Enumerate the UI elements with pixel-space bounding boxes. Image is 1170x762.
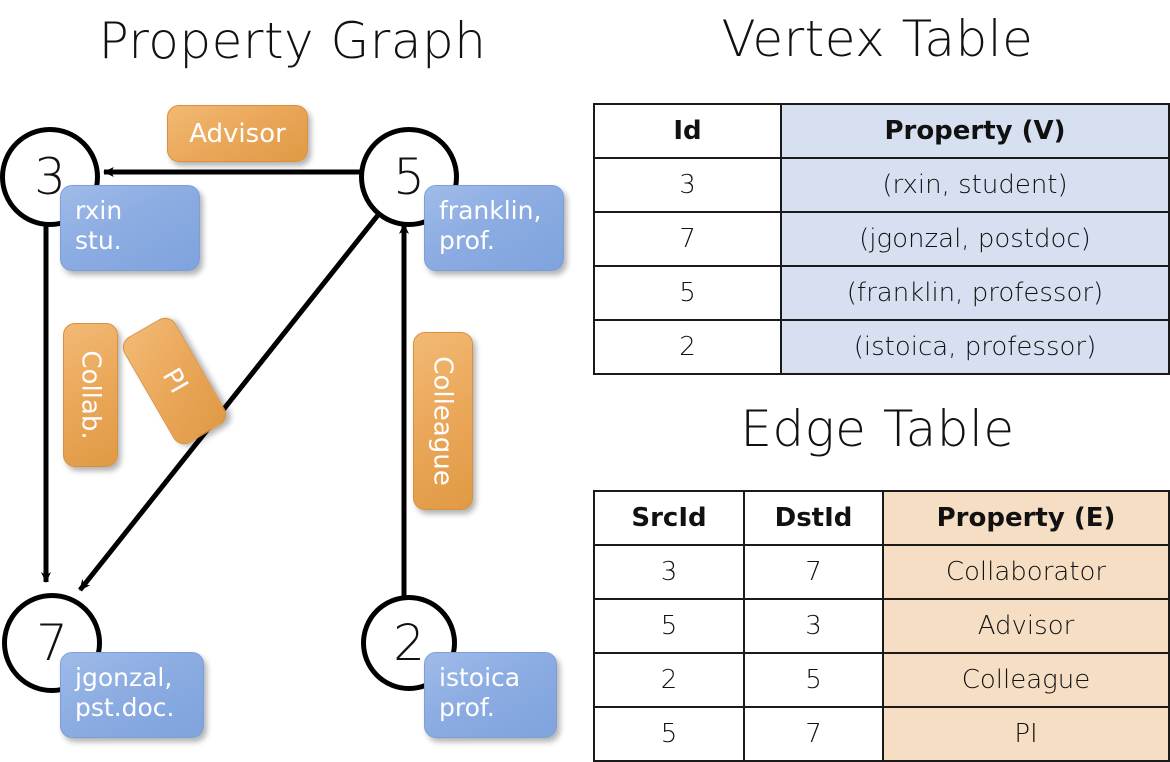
edge-row-3-property: PI	[882, 706, 1170, 762]
node-property-jgonzal-line1: jgonzal,	[75, 663, 173, 692]
page-title-vertex-table: Vertex Table	[721, 10, 1034, 68]
vertex-table-header-row: Id Property (V)	[593, 103, 1170, 159]
node-property-box-franklin: franklin, prof.	[424, 185, 564, 271]
edge-row-1-srcid: 5	[593, 598, 745, 654]
vertex-table: Id Property (V) 3 (rxin, student) 7 (jgo…	[593, 103, 1170, 375]
edge-row-2-dstid: 5	[743, 652, 884, 708]
table-row: 2 (istoica, professor)	[593, 319, 1170, 375]
table-row: 3 7 Collaborator	[593, 544, 1170, 600]
graph-node-5-label: 5	[393, 148, 425, 206]
node-property-rxin-line1: rxin	[75, 196, 123, 225]
edge-label-collab: Collab.	[63, 323, 118, 467]
edge-row-2-srcid: 2	[593, 652, 745, 708]
vertex-row-0-property: (rxin, student)	[780, 157, 1170, 213]
node-property-jgonzal-line2: pst.doc.	[75, 692, 175, 722]
edge-row-1-dstid: 3	[743, 598, 884, 654]
vertex-table-header-property: Property (V)	[780, 103, 1170, 159]
graph-edges-layer	[41, 167, 409, 596]
node-property-rxin-line2: stu.	[75, 225, 122, 255]
edge-table-header-property: Property (E)	[882, 490, 1170, 546]
table-row: 5 7 PI	[593, 706, 1170, 762]
edge-label-colleague-text: Colleague	[428, 356, 459, 486]
table-row: 5 (franklin, professor)	[593, 265, 1170, 321]
vertex-row-1-property: (jgonzal, postdoc)	[780, 211, 1170, 267]
vertex-table-header-id: Id	[593, 103, 782, 159]
vertex-row-2-property: (franklin, professor)	[780, 265, 1170, 321]
edge-label-colleague: Colleague	[413, 332, 473, 510]
edge-table-header-srcid: SrcId	[593, 490, 745, 546]
table-row: 2 5 Colleague	[593, 652, 1170, 708]
graph-node-2[interactable]: 2	[361, 595, 457, 691]
graph-node-2-label: 2	[393, 614, 425, 672]
vertex-row-3-id: 2	[593, 319, 782, 375]
node-property-istoica-line1: istoica	[439, 663, 521, 692]
page-title-edge-table: Edge Table	[740, 400, 1015, 458]
edge-row-0-srcid: 3	[593, 544, 745, 600]
edge-row-1-property: Advisor	[882, 598, 1170, 654]
edge-row-2-property: Colleague	[882, 652, 1170, 708]
table-row: 5 3 Advisor	[593, 598, 1170, 654]
vertex-row-0-id: 3	[593, 157, 782, 213]
node-property-box-istoica: istoica prof.	[424, 652, 557, 738]
edge-row-3-dstid: 7	[743, 706, 884, 762]
table-row: 3 (rxin, student)	[593, 157, 1170, 213]
node-property-box-jgonzal: jgonzal, pst.doc.	[60, 652, 204, 738]
edge-5-to-7	[78, 208, 384, 592]
edge-label-collab-text: Collab.	[75, 350, 106, 440]
node-property-franklin-line1: franklin,	[439, 196, 542, 225]
edge-table-header-row: SrcId DstId Property (E)	[593, 490, 1170, 546]
node-property-franklin-line2: prof.	[439, 225, 495, 255]
page-title-property-graph: Property Graph	[98, 12, 487, 70]
vertex-row-1-id: 7	[593, 211, 782, 267]
edge-table: SrcId DstId Property (E) 3 7 Collaborato…	[593, 490, 1170, 762]
node-property-istoica-line2: prof.	[439, 692, 495, 722]
edge-label-pi-text: PI	[155, 363, 194, 399]
edge-row-3-srcid: 5	[593, 706, 745, 762]
edge-row-0-property: Collaborator	[882, 544, 1170, 600]
graph-node-5[interactable]: 5	[359, 127, 459, 227]
edge-label-advisor: Advisor	[167, 105, 308, 162]
edge-label-advisor-text: Advisor	[189, 118, 286, 149]
vertex-row-3-property: (istoica, professor)	[780, 319, 1170, 375]
edge-table-header-dstid: DstId	[743, 490, 884, 546]
edge-row-0-dstid: 7	[743, 544, 884, 600]
property-graph-diagram: 3 5 7 2 rxin stu. franklin, prof. jgonza…	[0, 0, 585, 760]
vertex-row-2-id: 5	[593, 265, 782, 321]
table-row: 7 (jgonzal, postdoc)	[593, 211, 1170, 267]
node-property-box-rxin: rxin stu.	[60, 185, 200, 271]
